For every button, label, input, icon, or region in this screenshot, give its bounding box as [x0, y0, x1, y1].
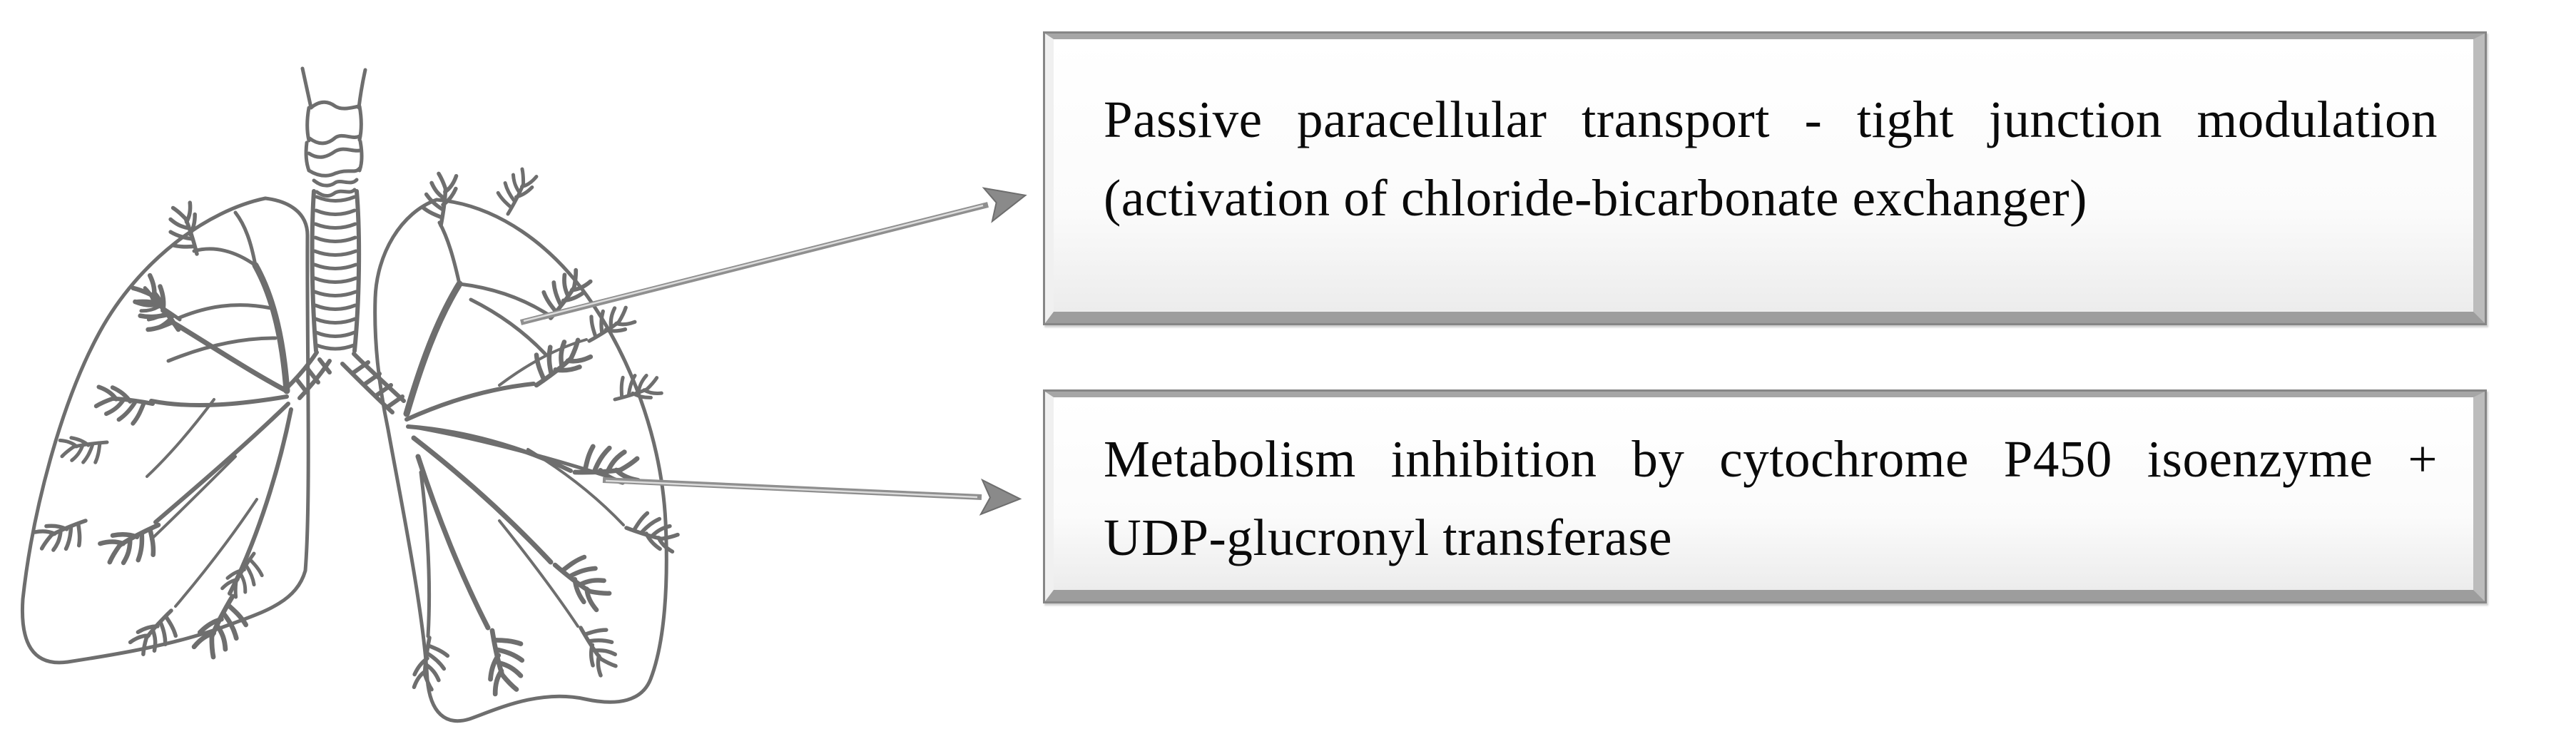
annotation-box-1-bevel: Passive paracellular transport - tight j…	[1045, 34, 2485, 323]
trachea	[310, 189, 362, 353]
left-bronchus	[285, 350, 332, 400]
annotation-box-1: Passive paracellular transport - tight j…	[1043, 31, 2487, 325]
annotation-box-2: Metabolism inhibition by cytochrome P450…	[1043, 389, 2487, 603]
annotation-box-1-text: Passive paracellular transport - tight j…	[1104, 91, 2438, 227]
left-bronchial-tree	[32, 199, 293, 663]
lungs-illustration	[20, 66, 984, 723]
right-bronchial-tree	[403, 165, 679, 698]
annotation-box-2-bevel: Metabolism inhibition by cytochrome P450…	[1045, 392, 2485, 601]
trachea-rings	[312, 195, 358, 351]
right-lung-outline	[373, 198, 668, 723]
larynx	[300, 66, 367, 198]
annotation-box-2-text: Metabolism inhibition by cytochrome P450…	[1104, 430, 2438, 566]
left-lung-outline	[20, 196, 310, 665]
right-bronchus	[340, 352, 406, 414]
